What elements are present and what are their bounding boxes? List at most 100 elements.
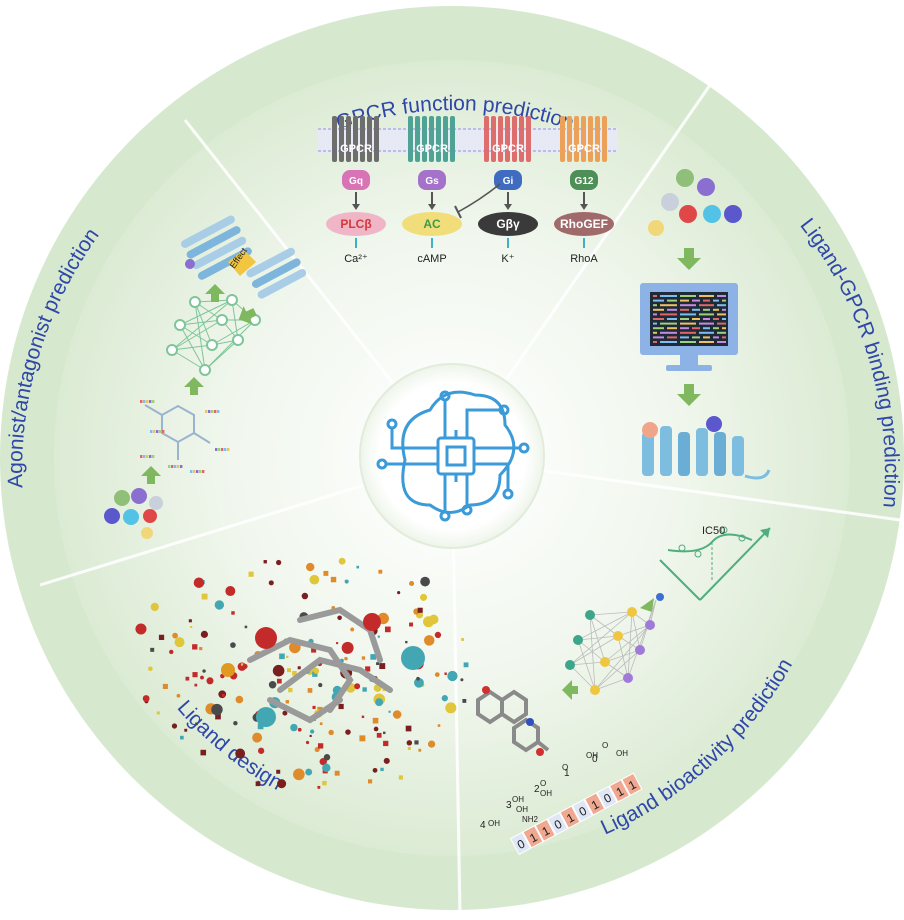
scatter-cube	[263, 560, 267, 564]
scatter-atom	[373, 726, 379, 732]
ligand-ball	[676, 169, 694, 187]
bit-cell	[608, 779, 631, 803]
code-line	[680, 327, 689, 330]
nn-edge	[594, 624, 651, 691]
helix	[353, 116, 358, 162]
ligand-ball	[724, 205, 742, 223]
scatter-cube	[215, 713, 221, 720]
code-line	[699, 295, 714, 297]
nn-edge	[194, 301, 213, 346]
scatter-atom	[242, 663, 248, 669]
helix	[450, 116, 455, 162]
fp-tick	[215, 448, 218, 451]
code-line	[713, 308, 719, 311]
arrow-up	[184, 377, 204, 395]
fp-tick	[196, 470, 199, 473]
code-line	[680, 336, 689, 339]
scatter-atom	[318, 683, 323, 688]
scatter-atom	[176, 693, 181, 698]
nn-edge	[231, 299, 239, 341]
scatter-atom	[200, 630, 208, 638]
scatter-atom	[309, 574, 320, 585]
helix	[574, 116, 579, 162]
scatter-cube	[362, 687, 367, 692]
scatter-cube	[388, 710, 391, 713]
code-line	[660, 322, 677, 325]
scatter-atom	[319, 758, 327, 766]
code-line	[667, 327, 677, 330]
effector	[326, 212, 386, 236]
scatter-cube	[286, 655, 289, 659]
code-line	[680, 308, 689, 311]
receptor-second	[246, 247, 307, 299]
nn-edge	[179, 324, 213, 346]
output-node	[656, 593, 664, 601]
nn-node	[635, 645, 645, 655]
code-line	[653, 295, 657, 297]
g-protein-label: Gi	[503, 176, 514, 187]
nn-edge	[569, 661, 606, 666]
monitor-stand	[680, 355, 698, 365]
arrow-up-right	[640, 598, 654, 612]
helix	[422, 116, 427, 162]
bit-cell	[596, 785, 618, 810]
nn-node	[232, 334, 244, 346]
helix	[588, 116, 593, 162]
scatter-atom	[383, 757, 390, 764]
atom-large	[363, 613, 381, 631]
effector-label: RhoGEF	[560, 217, 608, 231]
effector	[402, 212, 462, 236]
scatter-cube	[379, 663, 386, 670]
functional-group: O	[602, 741, 608, 750]
fp-tick	[159, 430, 162, 433]
g-protein	[342, 170, 370, 190]
nn-node	[565, 660, 575, 670]
scatter-atom	[275, 559, 282, 566]
scatter-atom	[211, 703, 223, 716]
scatter-cube	[192, 672, 198, 678]
code-line	[722, 299, 726, 302]
fp-tick	[214, 410, 217, 413]
code-line	[692, 299, 700, 302]
receptor-label: GPCR	[492, 143, 524, 155]
scatter-cube	[312, 671, 318, 677]
scatter-atom	[350, 627, 355, 632]
scatter-cube	[319, 722, 323, 726]
arrow-down	[677, 248, 701, 270]
fp-tick	[218, 448, 221, 451]
fp-tick	[174, 465, 177, 468]
code-line	[722, 336, 726, 339]
scatter-atom	[268, 681, 277, 689]
functional-group: OH	[616, 749, 628, 758]
scatter-cube	[317, 785, 321, 789]
scatter-cube	[312, 705, 316, 709]
scatter-atom	[142, 695, 150, 702]
nn-edge	[204, 319, 256, 371]
scatter-atom	[434, 672, 440, 677]
scatter-cube	[311, 647, 317, 653]
scatter-atom	[419, 593, 428, 601]
scatter-cube	[462, 698, 467, 703]
arrow-head	[428, 204, 436, 210]
nn-edge	[589, 614, 606, 663]
scatter-atom	[322, 763, 331, 773]
code-line	[667, 308, 677, 311]
ligand-ball	[679, 205, 697, 223]
receptor-label: GPCR	[340, 143, 372, 155]
fp-tick	[156, 430, 159, 433]
nn-edge	[577, 639, 606, 663]
nn-node	[645, 620, 655, 630]
code-line	[660, 341, 677, 343]
helix	[415, 116, 420, 162]
nn-edge	[577, 639, 596, 691]
code-line	[699, 322, 714, 325]
code-line	[703, 318, 710, 320]
scatter-cube	[437, 724, 441, 727]
scatter-cube	[279, 653, 285, 660]
code-line	[667, 299, 677, 302]
scatter-cube	[322, 780, 327, 786]
scatter-atom	[202, 669, 206, 673]
arrow-head	[352, 204, 360, 210]
nn-node	[216, 314, 228, 326]
